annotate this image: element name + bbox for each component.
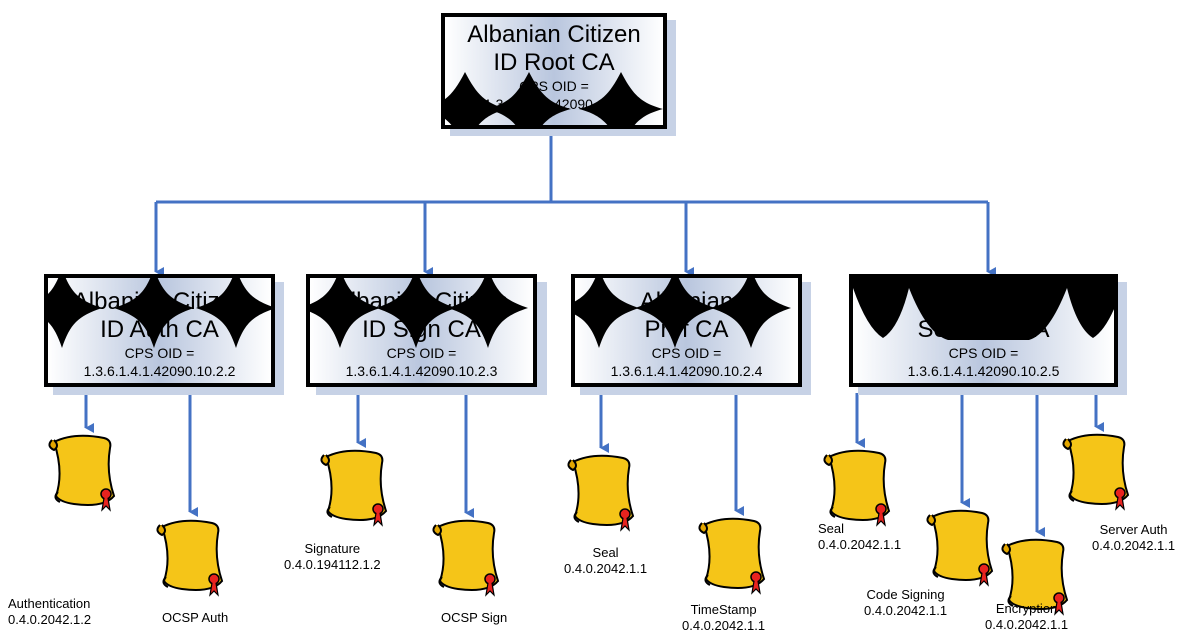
cert-name: TimeStamp <box>690 602 757 617</box>
prof-ca-oid-label: CPS OID = <box>651 345 722 361</box>
sign-ca-title-line1: Albanian Citizen <box>334 288 509 315</box>
certificate-scroll-icon <box>567 454 635 532</box>
cert-label-encryption: Encryption 0.4.0.2042.1.1 <box>985 601 1068 633</box>
cert-label-authentication: Authentication 0.4.0.2042.1.2 <box>8 596 91 628</box>
auth-ca-oid-value: 1.3.6.1.4.1.42090.10.2.2 <box>83 363 236 379</box>
certificate-scroll-icon <box>1062 433 1130 511</box>
root-ca-title-line2: ID Root CA <box>493 49 615 76</box>
cert-name: Seal <box>592 545 619 560</box>
auth-ca-box: Albanian Citizen ID Auth CA CPS OID = 1.… <box>44 274 275 387</box>
sign-ca-box: Albanian Citizen ID Sign CA CPS OID = 1.… <box>306 274 537 387</box>
cert-oid: 0.4.0.2042.1.1 <box>818 537 902 552</box>
certificate-scroll-icon <box>698 517 766 595</box>
root-ca-oid-value: 1.3.6.1.4.1.42090.10.2 <box>483 96 625 112</box>
cert-name: Authentication <box>8 596 91 611</box>
cert-name: Seal <box>818 521 845 536</box>
services-ca-decoration <box>853 278 1114 340</box>
prof-ca-box: Albanian Prof CA CPS OID = 1.3.6.1.4.1.4… <box>571 274 802 387</box>
auth-ca-title-line2: ID Auth CA <box>100 316 219 343</box>
services-ca-title-line1: Albanian <box>936 288 1031 315</box>
prof-ca-title-line2: Prof CA <box>644 316 729 343</box>
cert-label-ocsp-sign: OCSP Sign <box>441 610 507 626</box>
auth-ca-title-line1: Albanian Citizen <box>72 288 247 315</box>
services-ca-oid-value: 1.3.6.1.4.1.42090.10.2.5 <box>907 363 1060 379</box>
cert-name: Code Signing <box>866 587 945 602</box>
certificate-scroll-icon <box>48 434 116 512</box>
services-ca-box: Albanian Services CA CPS OID = 1.3.6.1.4… <box>849 274 1118 387</box>
cert-oid: 0.4.0.2042.1.1 <box>564 561 648 576</box>
cert-oid: 0.4.0.194112.1.2 <box>284 557 381 572</box>
cert-label-code-signing: Code Signing 0.4.0.2042.1.1 <box>864 587 947 619</box>
sign-ca-title-line2: ID Sign CA <box>362 316 481 343</box>
sign-ca-decoration <box>310 278 528 348</box>
cert-oid: 0.4.0.2042.1.1 <box>864 603 948 618</box>
cert-name: Server Auth <box>1099 522 1168 537</box>
cert-label-timestamp: TimeStamp 0.4.0.2042.1.1 <box>682 602 765 634</box>
cert-name: OCSP Auth <box>162 610 229 625</box>
prof-ca-title-line1: Albanian <box>639 288 734 315</box>
sign-ca-oid-value: 1.3.6.1.4.1.42090.10.2.3 <box>345 363 498 379</box>
root-ca-box: Albanian Citizen ID Root CA CPS OID = 1.… <box>441 13 667 129</box>
cert-oid: 0.4.0.2042.1.2 <box>8 612 92 627</box>
certificate-scroll-icon <box>926 509 994 587</box>
cert-label-server-auth: Server Auth 0.4.0.2042.1.1 <box>1092 522 1175 554</box>
certificate-scroll-icon <box>432 519 500 597</box>
root-ca-decoration <box>445 72 663 125</box>
cert-label-seal-services: Seal 0.4.0.2042.1.1 <box>818 521 901 553</box>
prof-ca-oid-value: 1.3.6.1.4.1.42090.10.2.4 <box>610 363 763 379</box>
certificate-scroll-icon <box>823 449 891 527</box>
services-ca-title-line2: Services CA <box>917 316 1050 343</box>
cert-oid: 0.4.0.2042.1.1 <box>682 618 766 633</box>
cert-label-seal-prof: Seal 0.4.0.2042.1.1 <box>564 545 647 577</box>
cert-label-ocsp-auth: OCSP Auth <box>162 610 228 626</box>
root-ca-oid-label: CPS OID = <box>519 78 589 94</box>
auth-ca-oid-label: CPS OID = <box>124 345 195 361</box>
root-ca-title-line1: Albanian Citizen <box>467 21 641 48</box>
cert-oid: 0.4.0.2042.1.1 <box>985 617 1069 632</box>
cert-name: Encryption <box>995 601 1058 616</box>
certificate-scroll-icon <box>320 449 388 527</box>
sign-ca-oid-label: CPS OID = <box>386 345 457 361</box>
cert-label-signature: Signature 0.4.0.194112.1.2 <box>284 541 381 573</box>
certificate-scroll-icon <box>1001 538 1069 616</box>
services-ca-oid-label: CPS OID = <box>948 345 1019 361</box>
cert-name: Signature <box>304 541 361 556</box>
certificate-scroll-icon <box>156 519 224 597</box>
cert-name: OCSP Sign <box>441 610 508 625</box>
auth-ca-decoration <box>48 278 271 348</box>
prof-ca-decoration <box>575 278 791 348</box>
cert-oid: 0.4.0.2042.1.1 <box>1092 538 1176 553</box>
